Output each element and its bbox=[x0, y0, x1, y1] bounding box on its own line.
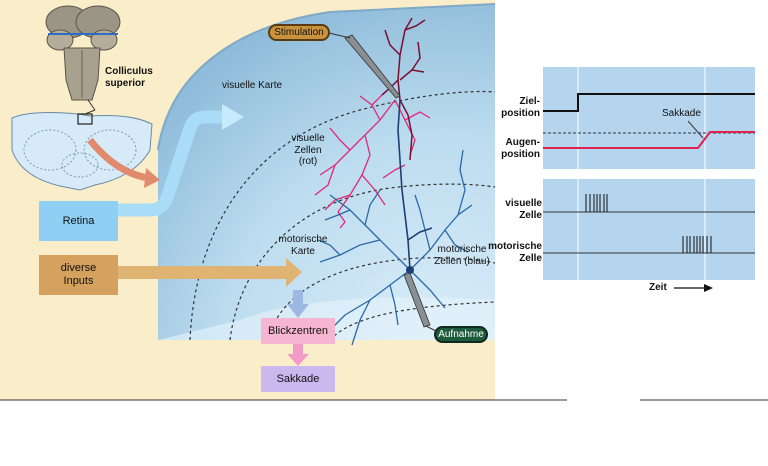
augenposition-label: Augen- position bbox=[501, 137, 540, 160]
brainstem-illustration bbox=[45, 5, 121, 111]
blickzentren-box: Blickzentren bbox=[261, 318, 335, 344]
motor-cell-spikes bbox=[682, 236, 712, 253]
visual-cell-dendrites bbox=[314, 91, 431, 229]
layer-boundary bbox=[329, 301, 496, 341]
tissue-region bbox=[158, 4, 495, 340]
zielposition-label: Ziel- position bbox=[501, 96, 540, 119]
diverse-inputs-box: diverse Inputs bbox=[39, 255, 118, 295]
position-trace-panel bbox=[543, 67, 755, 169]
eye-position-trace bbox=[543, 131, 755, 149]
layer-boundary bbox=[229, 183, 496, 341]
stimulation-tag: Stimulation bbox=[268, 24, 330, 41]
aufnahme-tag: Aufnahme bbox=[434, 326, 488, 343]
slice-to-map-arrow bbox=[87, 137, 149, 182]
motorische-zellen-label: motorische Zellen (blau) bbox=[434, 244, 490, 267]
motorische-karte-label: motorische Karte bbox=[278, 234, 328, 257]
layer-boundary bbox=[189, 90, 496, 341]
retina-arrow bbox=[118, 110, 224, 217]
motorische-zelle-label: motorische Zelle bbox=[488, 241, 542, 264]
layer-boundary bbox=[267, 257, 496, 341]
retina-box: Retina bbox=[39, 201, 118, 241]
visuelle-zelle-label: visuelle Zelle bbox=[505, 198, 542, 221]
sakkade-box: Sakkade bbox=[261, 366, 335, 392]
colliculus-label: Colliculus superior bbox=[105, 66, 153, 89]
motor-neuron-axon bbox=[397, 99, 433, 271]
target-position-trace bbox=[543, 93, 755, 112]
sakkade-trace-label: Sakkade bbox=[662, 108, 701, 119]
zeit-label: Zeit bbox=[649, 282, 667, 293]
visual-cell-spikes bbox=[585, 194, 608, 212]
collicular-slice bbox=[11, 109, 153, 191]
motor-cell-dendrites bbox=[317, 149, 473, 346]
visuelle-zellen-label: visuelle Zellen (rot) bbox=[291, 133, 325, 167]
spike-trace-panel bbox=[543, 179, 755, 280]
visuelle-karte-label: visuelle Karte bbox=[222, 80, 283, 91]
stimulated-neuron bbox=[381, 17, 426, 161]
